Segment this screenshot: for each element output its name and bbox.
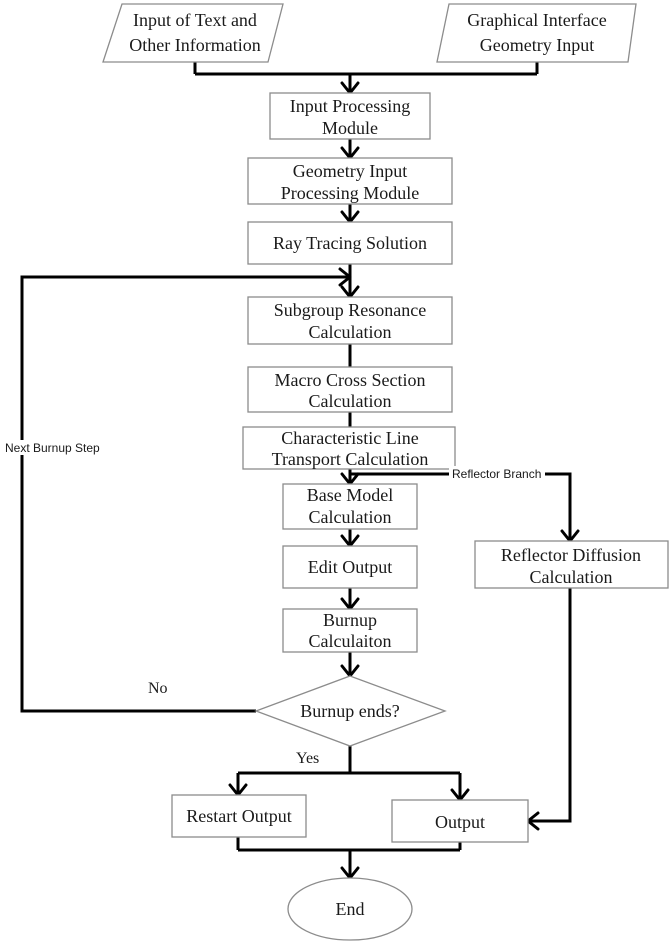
graphical-input-label-line-2: Geometry Input: [480, 35, 594, 55]
ray-tracing-label: Ray Tracing Solution: [273, 233, 427, 253]
burnup-calc-box: [282, 608, 418, 653]
ray-tracing-box: [247, 221, 453, 265]
node-ray-tracing: Ray Tracing Solution: [247, 221, 453, 265]
input-processing-box: [269, 92, 431, 140]
macro-xs-label-line-2: Calculation: [309, 391, 392, 411]
node-input-text: Input of Text and Other Information: [102, 3, 284, 63]
macro-xs-label-line-1: Macro Cross Section: [275, 370, 426, 390]
node-geometry-processing: Geometry Input Processing Module: [247, 157, 453, 205]
edge-reflector-to-output: [528, 588, 572, 823]
arrowhead-next-burnup-step: [338, 267, 352, 287]
yes-label: Yes: [296, 750, 319, 767]
subgroup-box: [247, 296, 453, 345]
node-restart-output: Restart Output: [171, 794, 307, 838]
node-end: End: [287, 877, 413, 941]
connectors: [20, 62, 580, 880]
next-burnup-step-label: Next Burnup Step: [5, 441, 100, 455]
input-text-shape: [102, 3, 284, 63]
edge-reflector-branch: [350, 472, 572, 541]
reflector-diffusion-box: [474, 540, 669, 589]
node-burnup-ends: Burnup ends?: [254, 675, 447, 747]
burnup-calc-label-line-1: Burnup: [323, 610, 377, 630]
edit-output-box: [282, 545, 418, 589]
base-model-label-line-1: Base Model: [307, 485, 393, 505]
char-line-label-line-2: Transport Calculation: [272, 449, 429, 469]
input-text-label-line-1: Input of Text and: [133, 10, 257, 30]
reflector-branch-label-bg: [449, 466, 545, 481]
reflector-diffusion-label-line-1: Reflector Diffusion: [501, 545, 641, 565]
burnup-ends-label: Burnup ends?: [300, 701, 399, 721]
reflector-diffusion-label-line-2: Calculation: [530, 567, 613, 587]
geometry-processing-box: [247, 157, 453, 205]
restart-output-label: Restart Output: [186, 806, 292, 826]
reflector-branch-label: Reflector Branch: [452, 467, 541, 481]
node-edit-output: Edit Output: [282, 545, 418, 589]
input-processing-label-line-2: Module: [322, 118, 378, 138]
node-base-model: Base Model Calculation: [282, 483, 418, 530]
node-macro-xs: Macro Cross Section Calculation: [247, 366, 453, 413]
graphical-input-label-line-1: Graphical Interface: [467, 10, 606, 30]
node-char-line: Characteristic Line Transport Calculatio…: [242, 426, 456, 470]
graphical-input-shape: [436, 3, 637, 63]
output-box: [391, 799, 529, 843]
edge-next-burnup-step: [20, 275, 350, 713]
no-label: No: [148, 680, 168, 697]
end-ellipse: [287, 877, 413, 941]
node-burnup-calc: Burnup Calculaiton: [282, 608, 418, 653]
macro-xs-box: [247, 366, 453, 413]
node-input-processing: Input Processing Module: [269, 92, 431, 140]
node-reflector-diffusion: Reflector Diffusion Calculation: [474, 540, 669, 589]
node-output: Output: [391, 799, 529, 843]
edit-output-label: Edit Output: [308, 557, 393, 577]
burnup-ends-diamond: [254, 675, 447, 747]
restart-output-box: [171, 794, 307, 838]
geometry-processing-label-line-2: Processing Module: [281, 183, 420, 203]
base-model-label-line-2: Calculation: [309, 507, 392, 527]
burnup-calc-label-line-2: Calculaiton: [309, 631, 392, 651]
base-model-box: [282, 483, 418, 530]
char-line-label-line-1: Characteristic Line: [281, 428, 418, 448]
output-label: Output: [435, 812, 485, 832]
geometry-processing-label-line-1: Geometry Input: [293, 161, 407, 181]
next-burnup-step-label-bg: [4, 440, 114, 455]
subgroup-label-line-2: Calculation: [309, 322, 392, 342]
char-line-box: [242, 426, 456, 470]
subgroup-label-line-1: Subgroup Resonance: [274, 300, 426, 320]
end-label: End: [336, 899, 365, 919]
input-processing-label-line-1: Input Processing: [290, 96, 411, 116]
node-subgroup: Subgroup Resonance Calculation: [247, 296, 453, 345]
node-graphical-input: Graphical Interface Geometry Input: [436, 3, 637, 63]
input-text-label-line-2: Other Information: [129, 35, 260, 55]
